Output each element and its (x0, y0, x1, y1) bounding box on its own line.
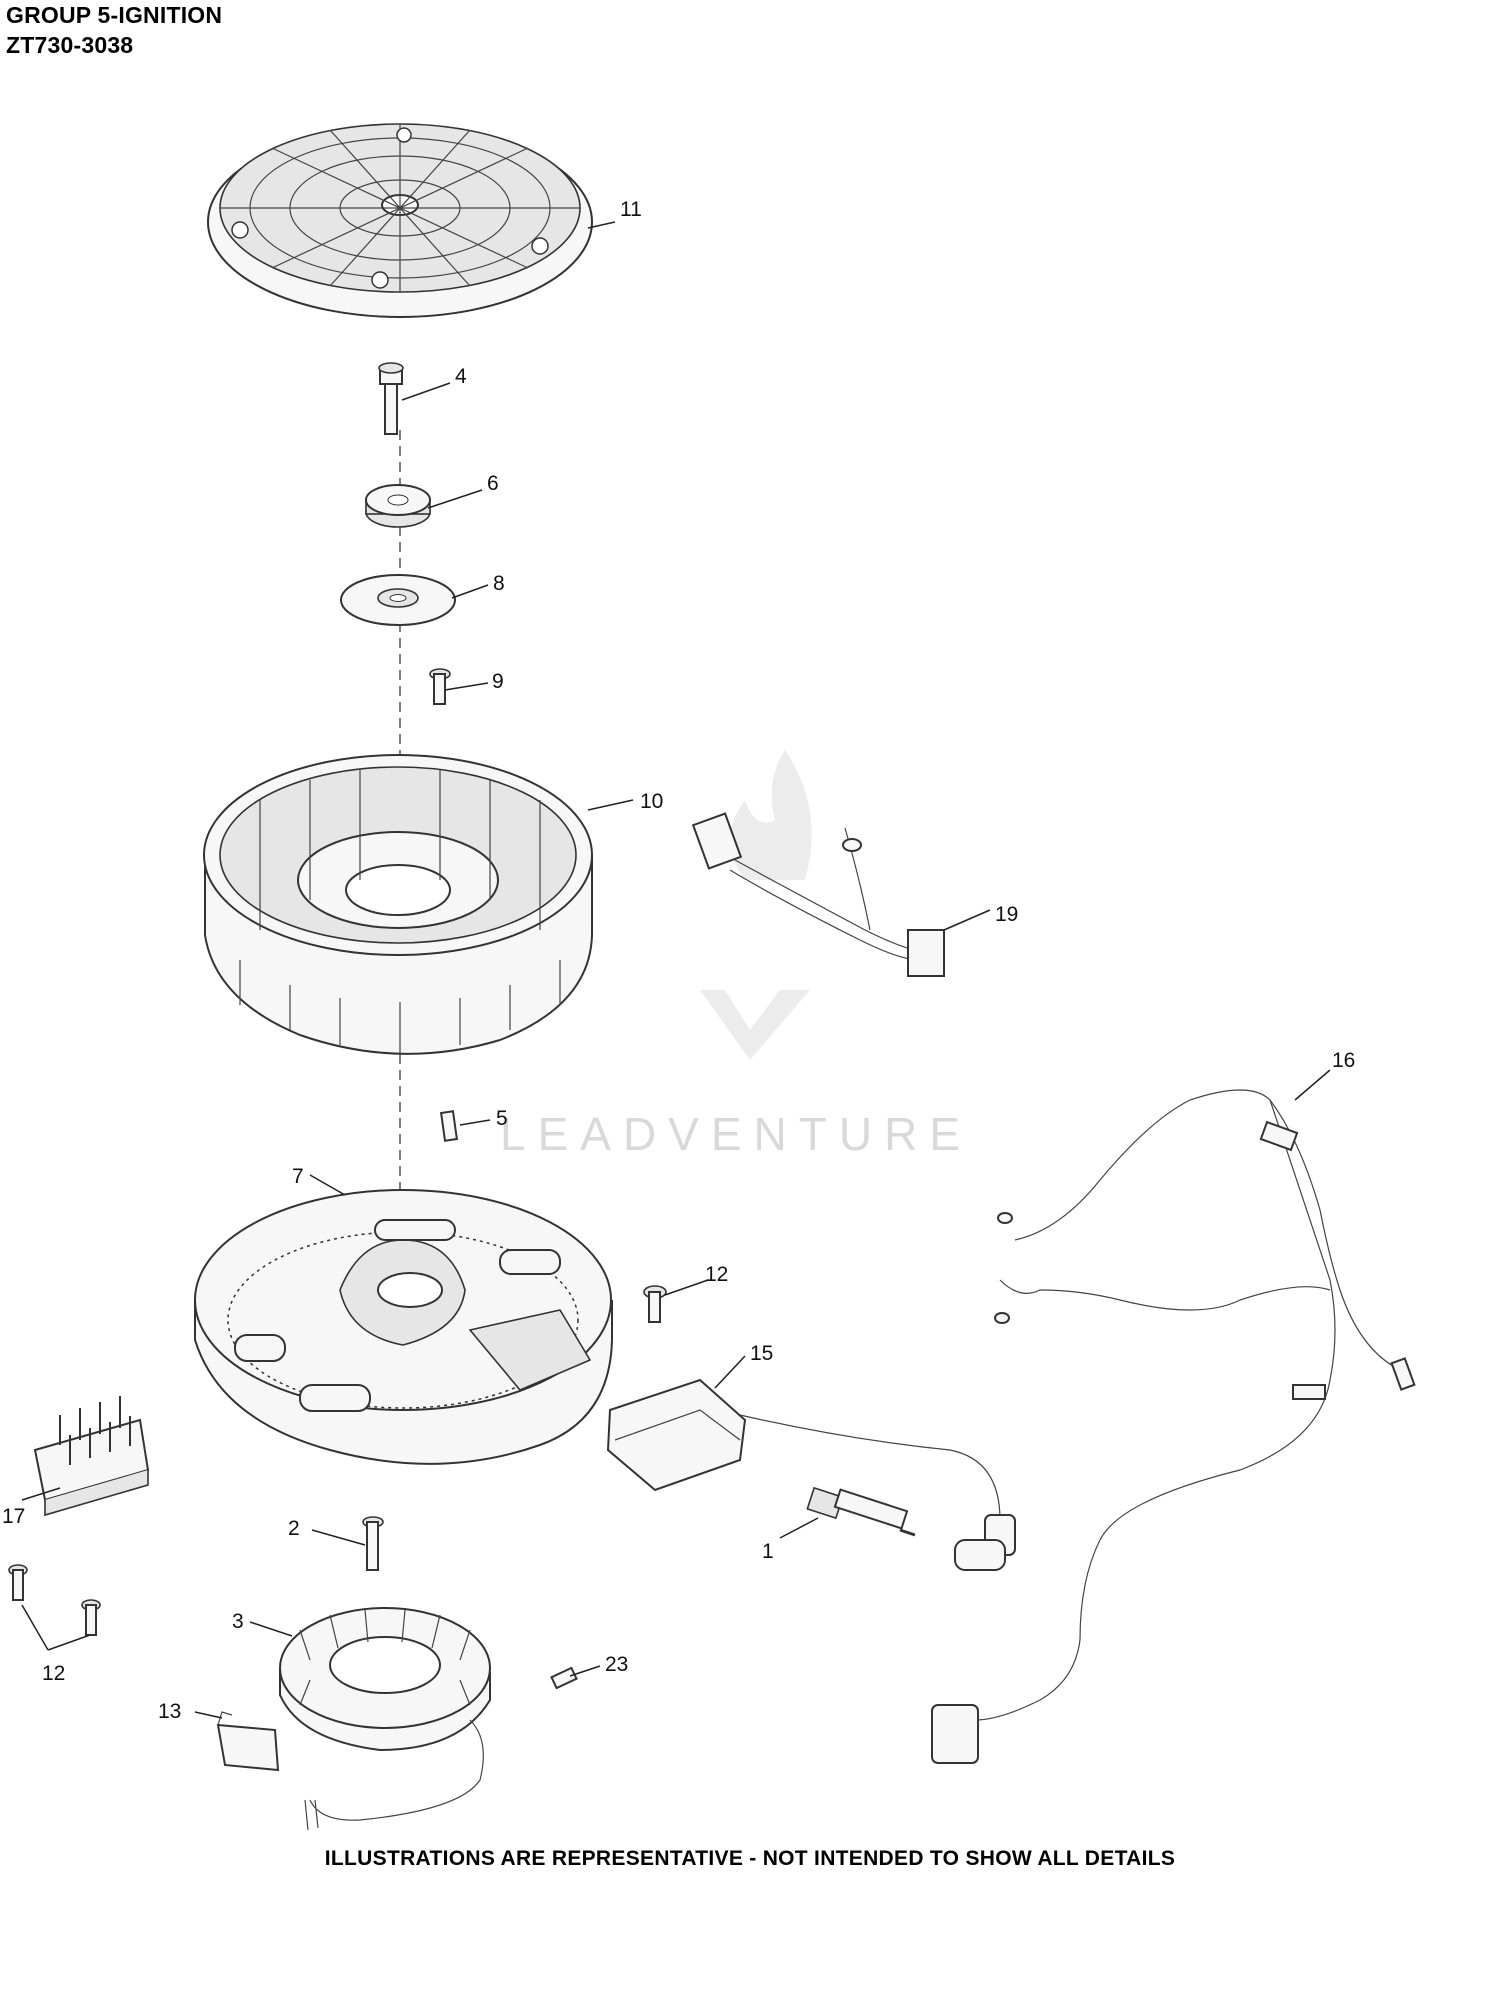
callout-9: 9 (492, 670, 504, 693)
callout-5: 5 (496, 1107, 508, 1130)
callout-15: 15 (750, 1342, 773, 1365)
part-2-stator-screw (362, 1516, 384, 1571)
callout-16: 16 (1332, 1049, 1355, 1072)
callout-17: 17 (2, 1505, 25, 1528)
part-10-flywheel-fan (203, 754, 593, 1055)
callout-4: 4 (455, 365, 467, 388)
callout-12-upper: 12 (705, 1263, 728, 1286)
callout-labels: 11 4 6 8 9 10 19 16 5 7 12 15 1 2 3 17 1… (2, 198, 1355, 1723)
part-11-fan-screen (207, 123, 593, 318)
part-17-rectifier (33, 1396, 150, 1517)
part-15-ignition-module (606, 1378, 1016, 1571)
callout-10: 10 (640, 790, 663, 813)
callout-1: 1 (762, 1540, 774, 1563)
part-3-stator (279, 1607, 491, 1831)
callout-11: 11 (620, 198, 642, 221)
part-1-spark-plug (806, 1486, 916, 1537)
part-8-retainer-plate (340, 574, 456, 626)
part-9-pin (429, 668, 451, 705)
part-4-flywheel-bolt (378, 362, 404, 435)
callout-13: 13 (158, 1700, 181, 1723)
part-5-flywheel-key (439, 1110, 459, 1142)
callout-7: 7 (292, 1165, 304, 1188)
callout-3: 3 (232, 1610, 244, 1633)
callout-6: 6 (487, 472, 499, 495)
callout-2: 2 (288, 1517, 300, 1540)
callout-leader-lines (21, 221, 1331, 1719)
v-logo-icon (700, 990, 810, 1060)
part-19-wire-harness-connector (691, 812, 945, 977)
part-12-screws-lower (8, 1564, 101, 1636)
part-12-screw-upper (643, 1285, 667, 1323)
part-16-wire-harness (931, 1089, 1416, 1764)
callout-8: 8 (493, 572, 505, 595)
part-23-terminal (550, 1666, 578, 1690)
part-13-clip (216, 1711, 280, 1772)
watermark-text: LEADVENTURE (500, 1108, 972, 1160)
flame-logo-icon (730, 750, 812, 880)
model-number: ZT730-3038 (6, 32, 134, 58)
diagram-title: GROUP 5-IGNITION (6, 2, 223, 28)
part-7-flywheel (194, 1189, 613, 1465)
callout-12-lower: 12 (42, 1662, 65, 1685)
part-6-washer (365, 484, 431, 528)
footer-disclaimer: ILLUSTRATIONS ARE REPRESENTATIVE - NOT I… (324, 1847, 1176, 1870)
watermark: LEADVENTURE (500, 750, 972, 1160)
callout-19: 19 (995, 903, 1018, 926)
callout-23: 23 (605, 1653, 628, 1676)
